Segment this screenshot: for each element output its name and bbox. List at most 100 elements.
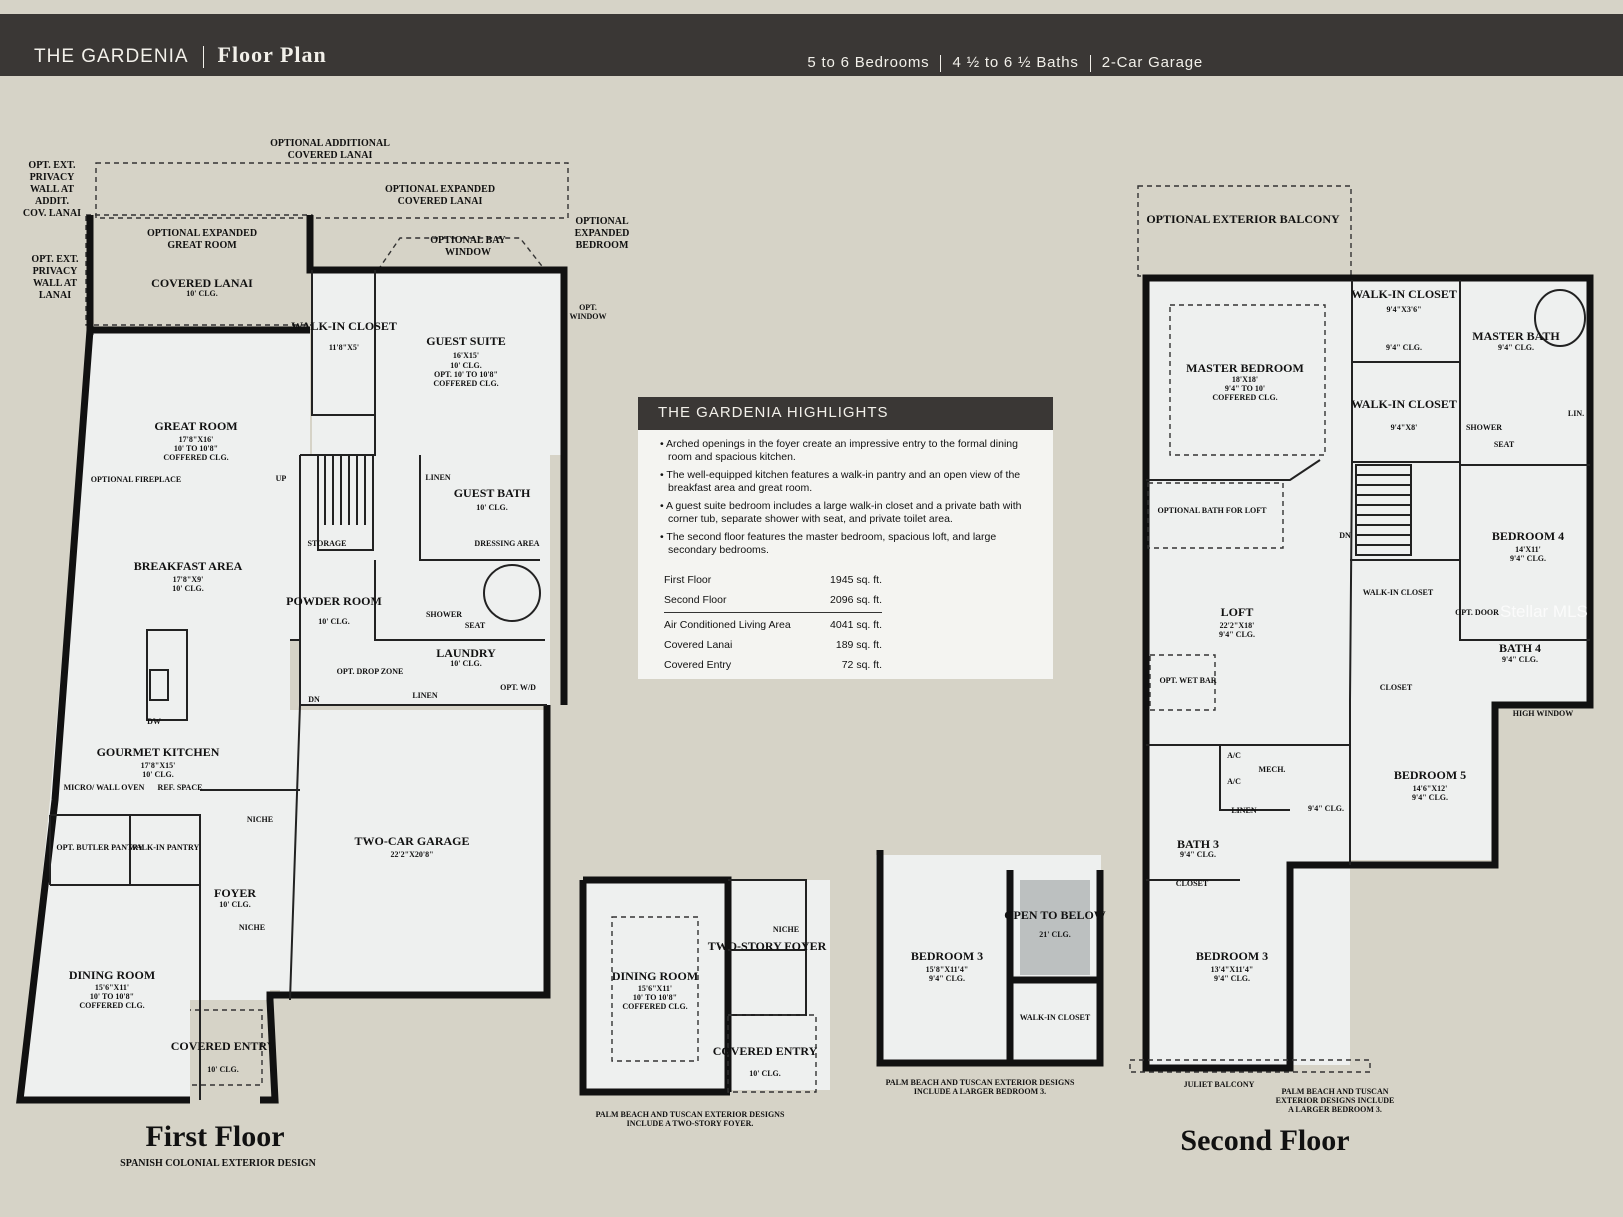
room-foyer: FOYER bbox=[214, 886, 256, 900]
master-bedroom-coffer bbox=[1169, 304, 1326, 456]
room-breakfast-area: BREAKFAST AREA bbox=[134, 559, 243, 573]
room-guest-suite: GUEST SUITE bbox=[426, 334, 505, 348]
room-bath-3: BATH 3 bbox=[1177, 837, 1219, 851]
first-floor-walls-top bbox=[86, 215, 568, 705]
svg-text:14'6"X12': 14'6"X12' bbox=[1413, 784, 1448, 793]
alt-room-bedroom-3: BEDROOM 3 bbox=[911, 949, 983, 963]
svg-text:15'6"X11': 15'6"X11' bbox=[95, 983, 129, 992]
room-two-car-garage: TWO-CAR GARAGE bbox=[354, 834, 469, 848]
master-tub bbox=[1534, 289, 1586, 347]
svg-text:11'8"X5': 11'8"X5' bbox=[329, 343, 359, 352]
svg-text:10' CLG.: 10' CLG. bbox=[172, 584, 204, 593]
svg-text:PALM BEACH AND TUSCAN EXTERIOR: PALM BEACH AND TUSCAN EXTERIOR DESIGNSIN… bbox=[886, 1078, 1075, 1096]
room-great-room: GREAT ROOM bbox=[154, 419, 237, 433]
svg-text:9'4" CLG.: 9'4" CLG. bbox=[1412, 793, 1448, 802]
first-floor-partitions bbox=[289, 270, 547, 1001]
room-opt-wet-bar: OPT. WET BAR bbox=[1159, 676, 1216, 685]
highlight-item: • The well-equipped kitchen features a w… bbox=[660, 469, 1021, 494]
svg-text:OPT.WINDOW: OPT.WINDOW bbox=[570, 303, 607, 321]
svg-text:10' CLG.: 10' CLG. bbox=[450, 659, 482, 668]
svg-text:10' CLG.: 10' CLG. bbox=[219, 900, 251, 909]
svg-text:17'8"X16': 17'8"X16' bbox=[179, 435, 214, 444]
svg-text:22'2"X18': 22'2"X18' bbox=[1220, 621, 1255, 630]
room-linen: LINEN bbox=[425, 473, 451, 482]
svg-text:10' TO 10'8": 10' TO 10'8" bbox=[174, 444, 218, 453]
svg-text:9'4" CLG.: 9'4" CLG. bbox=[929, 974, 965, 983]
room-opt-drop-zone: OPT. DROP ZONE bbox=[337, 667, 404, 676]
svg-text:15'8"X11'4": 15'8"X11'4" bbox=[926, 965, 969, 974]
kitchen-sink bbox=[149, 669, 169, 701]
room-closet-2: CLOSET bbox=[1176, 879, 1209, 888]
stairs-up: UP bbox=[276, 474, 287, 483]
first-floor-stairs bbox=[317, 454, 374, 551]
svg-text:18'X18': 18'X18' bbox=[1232, 375, 1258, 384]
label-master-seat: SEAT bbox=[1494, 440, 1515, 449]
alt-second-caption: PALM BEACH AND TUSCAN EXTERIOR DESIGNS bbox=[886, 1078, 1075, 1087]
svg-text:10' CLG.: 10' CLG. bbox=[207, 1065, 239, 1074]
alt-first-floor-plan: DINING ROOM 15'6"X11' 10' TO 10'8" COFFE… bbox=[579, 876, 830, 1128]
svg-text:10' CLG.: 10' CLG. bbox=[450, 361, 482, 370]
highlight-item: • A guest suite bedroom includes a large… bbox=[660, 500, 1022, 525]
room-optional-bath-for-loft: OPTIONAL BATH FOR LOFT bbox=[1158, 506, 1268, 515]
label-high-window: HIGH WINDOW bbox=[1513, 709, 1574, 718]
room-bedroom-5: BEDROOM 5 bbox=[1394, 768, 1466, 782]
garage-walls bbox=[260, 705, 551, 1104]
second-floor-stairs bbox=[1355, 464, 1412, 556]
svg-text:10' CLG.: 10' CLG. bbox=[142, 770, 174, 779]
spec-baths: 4 ½ to 6 ½ Baths bbox=[952, 54, 1079, 71]
optional-bath-loft-outline bbox=[1147, 482, 1284, 549]
svg-text:10' CLG.: 10' CLG. bbox=[749, 1069, 781, 1078]
highlights-title: THE GARDENIA HIGHLIGHTS bbox=[638, 397, 1053, 430]
first-floor-main-fill bbox=[20, 330, 310, 1100]
room-walk-in-closet: WALK-IN CLOSET bbox=[291, 319, 397, 333]
room-dining-room: DINING ROOM bbox=[69, 968, 155, 982]
room-closet-1: CLOSET bbox=[1380, 683, 1413, 692]
room-laundry: LAUNDRY bbox=[436, 646, 496, 660]
label-dishwasher: DW bbox=[147, 717, 161, 726]
second-stairs-down: DN bbox=[1339, 531, 1351, 540]
room-opt-door: OPT. DOOR bbox=[1455, 608, 1499, 617]
room-walk-in-closet-3: WALK-IN CLOSET bbox=[1363, 588, 1434, 597]
alt-room-covered-entry: COVERED ENTRY bbox=[713, 1044, 818, 1058]
label-niche-2: NICHE bbox=[239, 923, 265, 932]
label-clg-94: 9'4" CLG. bbox=[1386, 343, 1422, 352]
label-seat: SEAT bbox=[465, 621, 486, 630]
svg-text:14'X11': 14'X11' bbox=[1515, 545, 1541, 554]
svg-text:COFFERED CLG.: COFFERED CLG. bbox=[163, 453, 228, 462]
alt-second-floor-plan: BEDROOM 3 15'8"X11'4" 9'4" CLG. OPEN TO … bbox=[876, 850, 1106, 1096]
svg-text:15'6"X11': 15'6"X11' bbox=[638, 984, 672, 993]
watermark: Stellar MLS bbox=[1500, 602, 1588, 621]
second-floor-caption: PALM BEACH AND TUSCAN bbox=[1281, 1087, 1388, 1096]
alt-dining-coffer bbox=[611, 916, 699, 1062]
svg-text:10' TO 10'8": 10' TO 10'8" bbox=[90, 992, 134, 1001]
svg-text:17'8"X15': 17'8"X15' bbox=[141, 761, 176, 770]
highlight-item: • Arched openings in the foyer create an… bbox=[660, 438, 1018, 463]
room-opt-wd: OPT. W/D bbox=[500, 683, 536, 692]
svg-text:COFFERED CLG.: COFFERED CLG. bbox=[622, 1002, 687, 1011]
label-juliet-balcony: JULIET BALCONY bbox=[1184, 1080, 1255, 1089]
room-guest-bath: GUEST BATH bbox=[454, 486, 531, 500]
room-mech: MECH. bbox=[1259, 765, 1286, 774]
note-opt-window: OPT. bbox=[579, 303, 597, 312]
room-linen-second: LINEN bbox=[1231, 806, 1257, 815]
label-ac-2: A/C bbox=[1227, 777, 1241, 786]
alt-room-open-to-below: OPEN TO BELOW bbox=[1004, 908, 1106, 922]
svg-text:9'4" TO 10': 9'4" TO 10' bbox=[1225, 384, 1265, 393]
alt-label-niche: NICHE bbox=[773, 925, 799, 934]
room-gourmet-kitchen: GOURMET KITCHEN bbox=[97, 745, 220, 759]
opt-exterior-balcony-outline bbox=[1137, 185, 1352, 277]
note-opt-additional-lanai: OPTIONAL ADDITIONAL bbox=[270, 138, 390, 149]
opt-wet-bar-outline bbox=[1149, 654, 1216, 711]
room-covered-lanai: COVERED LANAI bbox=[151, 276, 253, 290]
